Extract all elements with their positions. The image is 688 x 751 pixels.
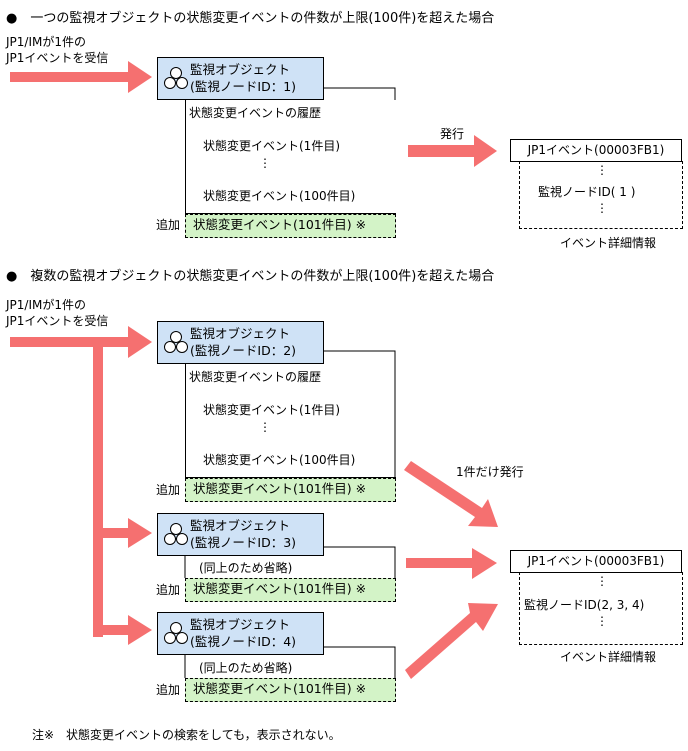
object-icon — [164, 67, 188, 89]
section1-receive-label: JP1/IMが1件の JP1イベントを受信 — [6, 34, 108, 66]
issue-arrow-2b — [406, 548, 497, 579]
object-label: 監視オブジェクト (監視ノードID：3) — [190, 517, 296, 551]
detail-label-1: イベント詳細情報 — [560, 236, 657, 250]
receive-line2: JP1イベントを受信 — [6, 51, 109, 65]
issue-arrow-2c — [405, 603, 498, 679]
receive-line2: JP1イベントを受信 — [6, 314, 109, 328]
object-name: 監視オブジェクト — [190, 617, 291, 632]
object-name: 監視オブジェクト — [190, 326, 291, 341]
event-detail-box-1: ⋮ 監視ノードID( 1 ) ⋮ — [519, 161, 683, 229]
event-detail-box-2: ⋮ 監視ノードID(2, 3, 4) ⋮ — [519, 572, 683, 645]
detail-label-2: イベント詳細情報 — [560, 650, 657, 664]
section1-title: ● 一つの監視オブジェクトの状態変更イベントの件数が上限(100件)を超えた場合 — [6, 11, 495, 26]
omitted-label: (同上のため省略) — [199, 661, 293, 675]
receive-line1: JP1/IMが1件の — [6, 35, 86, 49]
monitored-object-4: 監視オブジェクト (監視ノードID：4) — [157, 612, 324, 655]
detail-node-id: 監視ノードID( 1 ) — [538, 185, 636, 199]
object-icon — [164, 331, 188, 353]
object-label: 監視オブジェクト (監視ノードID：4) — [190, 616, 296, 650]
issue-arrow-1 — [408, 135, 497, 167]
history-frame-2 — [323, 350, 396, 478]
add-label: 追加 — [156, 218, 181, 232]
history-box-1: 状態変更イベントの履歴 状態変更イベント(1件目) ⋮ 状態変更イベント(100… — [185, 100, 396, 214]
object-label: 監視オブジェクト (監視ノードID：2) — [190, 325, 296, 359]
object-label: 監視オブジェクト (監視ノードID：1) — [190, 61, 296, 95]
detail-dots-bottom: ⋮ — [596, 201, 608, 215]
monitored-object-3: 監視オブジェクト (監視ノードID：3) — [157, 513, 324, 556]
event-last: 状態変更イベント(100件目) — [203, 453, 356, 467]
receive-arrow-1 — [10, 61, 152, 93]
monitored-object-2: 監視オブジェクト (監視ノードID：2) — [157, 321, 324, 364]
added-event: 状態変更イベント(101件目) ※ — [185, 478, 396, 502]
object-name: 監視オブジェクト — [190, 518, 291, 533]
omitted-label: (同上のため省略) — [199, 561, 293, 575]
history-frame-3 — [323, 546, 396, 578]
add-label: 追加 — [156, 583, 181, 597]
receive-line1: JP1/IMが1件の — [6, 298, 86, 312]
detail-dots-top: ⋮ — [596, 163, 608, 177]
added-event: 状態変更イベント(101件目) ※ — [185, 678, 396, 702]
history-title: 状態変更イベントの履歴 — [189, 106, 322, 120]
history-title: 状態変更イベントの履歴 — [189, 370, 322, 384]
issue-arrow-2a — [404, 461, 498, 527]
object-icon — [164, 622, 188, 644]
branch-arrow-4 — [98, 615, 152, 645]
footnote: 注※ 状態変更イベントの検索をしても，表示されない。 — [32, 728, 341, 742]
object-node-id: (監視ノードID：3) — [190, 535, 297, 550]
ellipsis-dots: ⋮ — [259, 156, 271, 170]
jp1-event-box-2: JP1イベント(00003FB1) — [510, 550, 682, 573]
detail-dots-top: ⋮ — [596, 574, 608, 588]
detail-node-id: 監視ノードID(2, 3, 4) — [524, 598, 645, 612]
branch-arrow-3 — [98, 518, 152, 548]
added-event: 状態変更イベント(101件目) ※ — [185, 214, 396, 238]
history-frame-4 — [323, 646, 396, 678]
object-name: 監視オブジェクト — [190, 62, 291, 77]
event-first: 状態変更イベント(1件目) — [203, 139, 340, 153]
added-event: 状態変更イベント(101件目) ※ — [185, 578, 396, 602]
issue-label: 発行 — [440, 127, 465, 141]
event-first: 状態変更イベント(1件目) — [203, 403, 340, 417]
monitored-object-1: 監視オブジェクト (監視ノードID：1) — [157, 57, 324, 100]
receive-arrow-2 — [10, 326, 152, 358]
event-last: 状態変更イベント(100件目) — [203, 189, 356, 203]
add-label: 追加 — [156, 483, 181, 497]
object-icon — [164, 523, 188, 545]
detail-dots-bottom: ⋮ — [596, 614, 608, 628]
jp1-event-box-1: JP1イベント(00003FB1) — [510, 139, 682, 162]
section2-title: ● 複数の監視オブジェクトの状態変更イベントの件数が上限(100件)を超えた場合 — [6, 269, 495, 284]
ellipsis-dots: ⋮ — [259, 420, 271, 434]
object-node-id: (監視ノードID：1) — [190, 79, 297, 94]
section2-receive-label: JP1/IMが1件の JP1イベントを受信 — [6, 297, 108, 329]
object-node-id: (監視ノードID：2) — [190, 343, 297, 358]
add-label: 追加 — [156, 683, 181, 697]
object-node-id: (監視ノードID：4) — [190, 634, 297, 649]
history-box-2: 状態変更イベントの履歴 状態変更イベント(1件目) ⋮ 状態変更イベント(100… — [185, 364, 396, 478]
issue-once-label: 1件だけ発行 — [456, 465, 524, 479]
branch-trunk — [93, 337, 103, 637]
